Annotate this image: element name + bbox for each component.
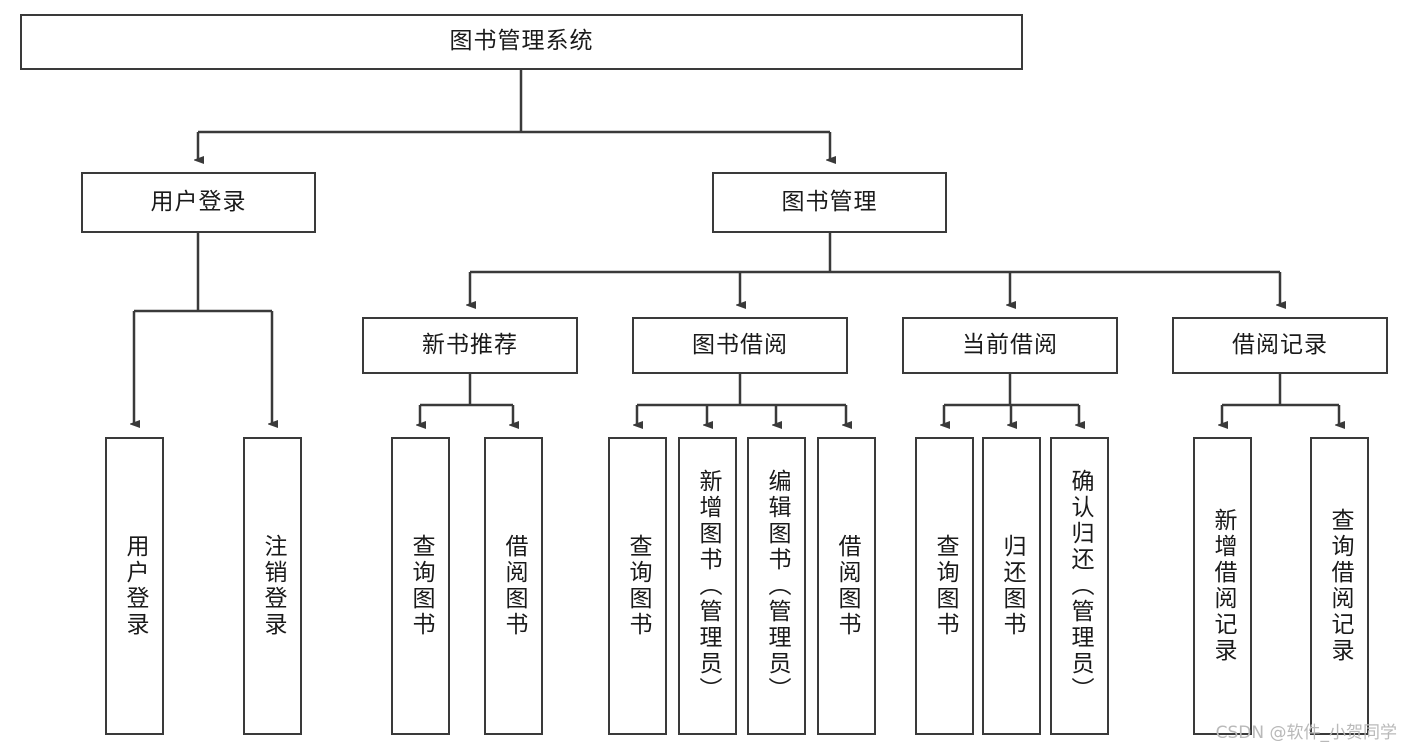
leaf-borrow-borrow-book[interactable]: 借阅图书	[817, 437, 876, 735]
node-label: 图书管理	[781, 188, 878, 215]
leaf-borrow-add-book-admin[interactable]: 新增图书（管理员）	[678, 437, 737, 735]
node-label: 图书借阅	[692, 331, 788, 358]
node-current-borrow[interactable]: 当前借阅	[902, 317, 1118, 374]
node-root-system[interactable]: 图书管理系统	[20, 14, 1023, 70]
node-label: 新增图书（管理员）	[695, 469, 721, 703]
node-label: 新书推荐	[422, 331, 518, 358]
node-label: 编辑图书（管理员）	[764, 469, 790, 703]
node-label: 图书管理系统	[449, 28, 594, 55]
leaf-record-query-record[interactable]: 查询借阅记录	[1310, 437, 1369, 735]
node-borrow-record[interactable]: 借阅记录	[1172, 317, 1388, 374]
leaf-current-confirm-return-admin[interactable]: 确认归还（管理员）	[1050, 437, 1109, 735]
leaf-user-login-logout[interactable]: 注销登录	[243, 437, 302, 735]
node-label: 查询图书	[625, 534, 651, 638]
node-label: 当前借阅	[962, 331, 1058, 358]
leaf-borrow-query-book[interactable]: 查询图书	[608, 437, 667, 735]
leaf-recommend-query-book[interactable]: 查询图书	[391, 437, 450, 735]
node-new-book-recommend[interactable]: 新书推荐	[362, 317, 578, 374]
node-label: 归还图书	[999, 534, 1025, 638]
node-label: 用户登录	[122, 534, 148, 638]
node-label: 新增借阅记录	[1210, 508, 1236, 664]
node-label: 查询图书	[408, 534, 434, 638]
leaf-user-login-signin[interactable]: 用户登录	[105, 437, 164, 735]
node-user-login[interactable]: 用户登录	[81, 172, 316, 233]
node-label: 注销登录	[260, 534, 286, 638]
leaf-recommend-borrow-book[interactable]: 借阅图书	[484, 437, 543, 735]
leaf-borrow-edit-book-admin[interactable]: 编辑图书（管理员）	[747, 437, 806, 735]
node-label: 借阅图书	[834, 534, 860, 638]
node-book-management[interactable]: 图书管理	[712, 172, 947, 233]
node-label: 用户登录	[150, 188, 247, 215]
node-label: 借阅记录	[1232, 331, 1328, 358]
node-book-borrow[interactable]: 图书借阅	[632, 317, 848, 374]
node-label: 查询借阅记录	[1327, 508, 1353, 664]
leaf-current-return-book[interactable]: 归还图书	[982, 437, 1041, 735]
csdn-watermark: CSDN @软件_小贺同学	[1215, 723, 1397, 743]
node-label: 查询图书	[932, 534, 958, 638]
leaf-current-query-book[interactable]: 查询图书	[915, 437, 974, 735]
node-label: 借阅图书	[501, 534, 527, 638]
node-label: 确认归还（管理员）	[1067, 469, 1093, 703]
leaf-record-add-record[interactable]: 新增借阅记录	[1193, 437, 1252, 735]
